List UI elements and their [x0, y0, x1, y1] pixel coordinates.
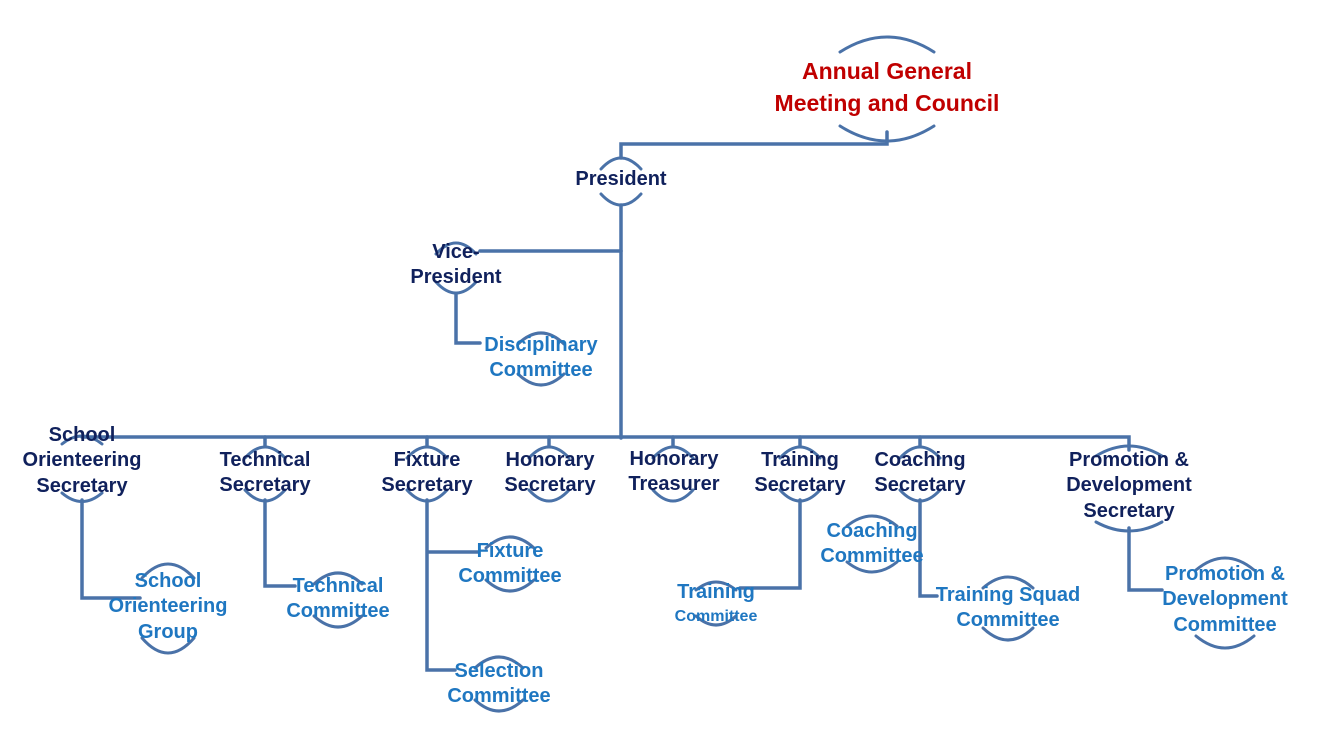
- fixture-secretary-to-committees-connector: [425, 498, 480, 672]
- promotion-secretary-node-arc-bottom: [1094, 520, 1164, 533]
- training-secretary-label: Training Secretary: [754, 449, 846, 497]
- training-committee-label-line2: Committee: [674, 608, 758, 625]
- selection-committee-node-arc-top: [473, 655, 525, 670]
- honorary-secretary-node-arc-top: [527, 445, 571, 460]
- president-node-arc-top: [599, 156, 643, 171]
- agm-node-arc-top: [838, 35, 936, 54]
- school-group-node-arc-top: [140, 562, 196, 580]
- technical-committee-label: Technical Committee: [286, 575, 390, 623]
- training-committee-node-arc-top: [694, 580, 738, 592]
- coaching-committee-node-arc-bottom: [845, 560, 899, 574]
- fixture-secretary-label: Fixture Secretary: [381, 449, 473, 497]
- training-secretary-node-arc-top: [778, 445, 822, 460]
- technical-secretary-to-committee-connector: [263, 498, 297, 588]
- vice-president-to-disciplinary-connector: [454, 292, 482, 345]
- promotion-committee-node-arc-bottom: [1194, 634, 1256, 650]
- coaching-secretary-node-arc-bottom: [898, 488, 942, 503]
- training-squad-node-arc-top: [981, 575, 1035, 590]
- technical-secretary-label: Technical Secretary: [219, 449, 311, 497]
- training-squad-committee-label: Training Squad Committee: [935, 584, 1081, 632]
- school-group-node-arc-bottom: [140, 636, 196, 655]
- school-secretary-node-arc-top: [60, 434, 104, 446]
- promotion-secretary-to-committee-connector: [1127, 526, 1164, 592]
- training-secretary-node-arc-bottom: [778, 488, 822, 503]
- honorary-treasurer-node-arc-top: [651, 445, 695, 460]
- training-secretary-to-committee-connector: [738, 498, 802, 590]
- fixture-secretary-node-arc-bottom: [405, 488, 449, 503]
- honorary-treasurer-label: Honorary Treasurer: [628, 448, 720, 496]
- coaching-committee-label: Coaching Committee: [820, 520, 924, 568]
- fixture-committee-label: Fixture Committee: [458, 540, 562, 588]
- disciplinary-committee-label: Disciplinary Committee: [484, 334, 598, 382]
- president-node-arc-bottom: [599, 192, 643, 207]
- training-squad-node-arc-bottom: [981, 626, 1035, 642]
- vice-president-node-arc-top: [434, 241, 478, 256]
- promotion-development-committee-label: Promotion & Development Committee: [1162, 563, 1288, 636]
- school-secretary-to-group-connector: [80, 498, 142, 600]
- coaching-secretary-to-committees-connector: [918, 498, 939, 598]
- technical-secretary-node-arc-bottom: [243, 488, 287, 503]
- promotion-secretary-node-arc-top: [1094, 444, 1164, 458]
- disciplinary-node-arc-bottom: [516, 372, 566, 387]
- promotion-committee-node-arc-top: [1194, 556, 1256, 572]
- fixture-committee-node-arc-bottom: [484, 578, 536, 593]
- promotion-development-secretary-label: Promotion & Development Secretary: [1066, 449, 1192, 522]
- selection-committee-label: Selection Committee: [447, 660, 551, 708]
- coaching-secretary-node-arc-top: [898, 445, 942, 460]
- agm-label: Annual General Meeting and Council: [774, 58, 1000, 117]
- vice-president-label: Vice- President: [410, 241, 502, 289]
- fixture-secretary-node-arc-top: [405, 445, 449, 460]
- vice-president-node-arc-bottom: [434, 280, 478, 295]
- school-orienteering-group-label: School Orienteering Group: [108, 570, 228, 643]
- technical-committee-node-arc-top: [312, 571, 364, 586]
- school-secretary-node-arc-bottom: [60, 491, 104, 503]
- connector-lines: [80, 130, 1164, 672]
- coaching-committee-node-arc-top: [845, 514, 899, 528]
- honorary-secretary-node-arc-bottom: [527, 488, 571, 503]
- technical-committee-node-arc-bottom: [312, 614, 364, 629]
- honorary-treasurer-node-arc-bottom: [651, 488, 695, 503]
- president-label: President: [575, 168, 667, 190]
- training-committee-node-arc-bottom: [694, 614, 738, 627]
- agm-node-arc-bottom: [838, 124, 936, 143]
- honorary-secretary-label: Honorary Secretary: [504, 449, 596, 497]
- fixture-committee-node-arc-top: [484, 535, 536, 550]
- node-arc-decorations: [60, 35, 1256, 713]
- selection-committee-node-arc-bottom: [473, 698, 525, 713]
- coaching-secretary-label: Coaching Secretary: [874, 449, 966, 497]
- disciplinary-node-arc-top: [516, 331, 566, 346]
- agm-to-president-connector: [619, 130, 889, 160]
- school-orienteering-secretary-label: School Orienteering Secretary: [22, 424, 142, 497]
- training-committee-label-line1: Training: [677, 581, 755, 603]
- technical-secretary-node-arc-top: [243, 445, 287, 460]
